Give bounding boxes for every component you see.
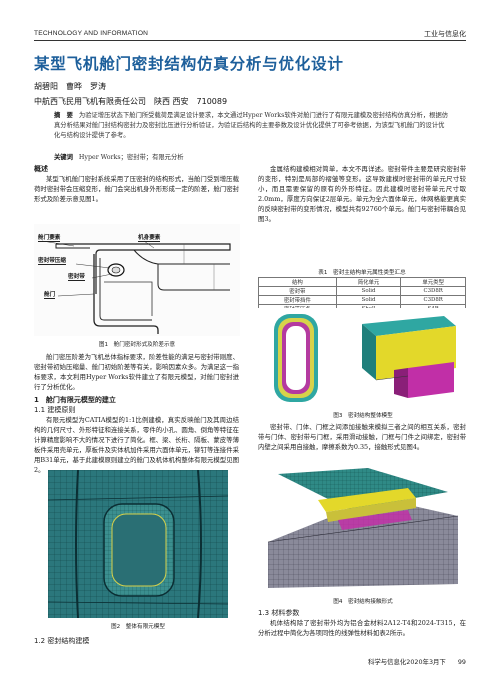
- abstract-text: 为验证增压状态下舱门所受载荷是满足设计要求，本文通过Hyper Works软件对…: [54, 112, 449, 139]
- section-1-1-heading: 1.1 建模原则: [34, 406, 76, 414]
- seal-model-image: [258, 308, 468, 408]
- right-column-bottom: 1.3 材料参数 机体结构除了密封带外均为铝合金材料2A12-T4和2024-T…: [258, 608, 466, 638]
- left-column-bottom: 1.2 密封结构建模: [34, 636, 239, 646]
- section-1-1-paragraph: 有限元模型为CATIA模型的1:1比例建模，真实反映舱门及其周边结构的几何尺寸、…: [34, 416, 239, 474]
- label-door-datum: 舱门要素: [38, 235, 61, 242]
- table-cell: C3D8R: [400, 295, 466, 305]
- affiliation: 中航西飞民用飞机有限责任公司 陕西 西安 710089: [34, 97, 228, 106]
- table-cell: Solid: [335, 286, 402, 296]
- section-1-heading: 1 舱门有限元模型的建立: [34, 396, 116, 404]
- abstract-label: 摘 要: [54, 112, 73, 119]
- table-cell: 密封带挡件: [258, 295, 337, 305]
- running-header-right: 工业与信息化: [424, 30, 466, 38]
- table-cell: C3D8R: [400, 286, 466, 296]
- right-column-top: 金属结构建模相对简单，本文不再详述。密封带件主要是研究密封带的变形，特别是局部的…: [258, 164, 466, 224]
- door-seal-diagram: [34, 224, 240, 336]
- table-row: 密封带挡件 Solid C3D8R: [258, 295, 466, 305]
- table-header-row: 结构 简化单元 单元类型: [258, 277, 466, 287]
- figure-2: [48, 470, 228, 618]
- left-column-mid: 舱门密压阶差为飞机总体指标要求，阶差性能的满足与密封带刚度、密封带初始压缩量、舱…: [34, 352, 239, 475]
- paper-title: 某型飞机舱门密封结构仿真分析与优化设计: [34, 54, 344, 73]
- figure-4-caption: 图4 密封结构接触形式: [333, 599, 393, 605]
- section-1-3-paragraph: 机体结构除了密封带外均为铝合金材料2A12-T4和2024-T315，在分析过程…: [258, 619, 466, 637]
- right-column-mid: 密封带、门体、门框之间添加接触来模拟三者之间的相互关系，密封带与门体、密封带与门…: [258, 422, 466, 452]
- table-cell: Solid: [335, 295, 402, 305]
- figure-1: 舱门要素 机身要素 密封带压缩 密封带 舱门: [34, 224, 240, 336]
- label-seal: 密封带: [68, 274, 85, 281]
- authors: 胡碧阳 曹晔 罗涛: [34, 82, 106, 91]
- page-footer: 科学与信息化2020年3月下 99: [368, 657, 466, 666]
- overview-heading: 概述: [34, 165, 48, 173]
- keywords-label: 关键词: [54, 154, 73, 161]
- table-header-cell: 简化单元: [335, 277, 402, 287]
- figure-2-caption: 图2 整体有限元模型: [111, 624, 165, 630]
- figure-4: [258, 464, 468, 592]
- figure-3: [258, 308, 468, 408]
- section-1-3-heading: 1.3 材料参数: [258, 609, 300, 617]
- keywords: 关键词 Hyper Works；密封带；有限元分析: [54, 152, 184, 161]
- contact-form-image: [258, 464, 468, 592]
- right-paragraph-1: 金属结构建模相对简单，本文不再详述。密封带件主要是研究密封带的变形，特别是局部的…: [258, 165, 466, 223]
- section-1-2-heading: 1.2 密封结构建模: [34, 637, 90, 645]
- label-seal-compression: 密封带压缩: [38, 258, 66, 265]
- table-row: 密封带 Solid C3D8R: [258, 286, 466, 296]
- abstract: 摘 要为验证增压状态下舱门所受载荷是满足设计要求，本文通过Hyper Works…: [54, 111, 449, 141]
- label-door: 舱门: [44, 292, 56, 299]
- overview-paragraph: 某型飞机舱门密封系统采用了压密封的结构形式，当舱门受到增压载荷时密封带会压缩变形…: [34, 175, 239, 203]
- table-1-title: 表1 密封主结构单元属性类型汇总: [318, 270, 406, 276]
- running-header-left: TECHNOLOGY AND INFORMATION: [34, 30, 149, 37]
- keywords-text: Hyper Works；密封带；有限元分析: [78, 154, 184, 161]
- table-header-cell: 结构: [258, 277, 337, 287]
- fem-mesh-image: [48, 470, 228, 618]
- left-paragraph-2: 舱门密压阶差为飞机总体指标要求，阶差性能的满足与密封带刚度、密封带初始压缩量、舱…: [34, 353, 239, 391]
- table-cell: 密封带: [258, 286, 337, 296]
- table-header-cell: 单元类型: [400, 277, 466, 287]
- figure-3-caption: 图3 密封结构整体模型: [333, 413, 393, 419]
- right-paragraph-2: 密封带、门体、门框之间添加接触来模拟三者之间的相互关系，密封带与门体、密封带与门…: [258, 423, 466, 451]
- journal-name: 科学与信息化2020年3月下: [367, 658, 446, 666]
- left-column-top: 概述 某型飞机舱门密封系统采用了压密封的结构形式，当舱门受到增压载荷时密封带会压…: [34, 164, 239, 204]
- label-fuselage-datum: 机身要素: [138, 235, 161, 242]
- header-rule: [34, 40, 466, 41]
- page-number: 99: [457, 658, 466, 666]
- figure-1-caption: 图1 舱门密封形式及阶差示意: [98, 342, 176, 348]
